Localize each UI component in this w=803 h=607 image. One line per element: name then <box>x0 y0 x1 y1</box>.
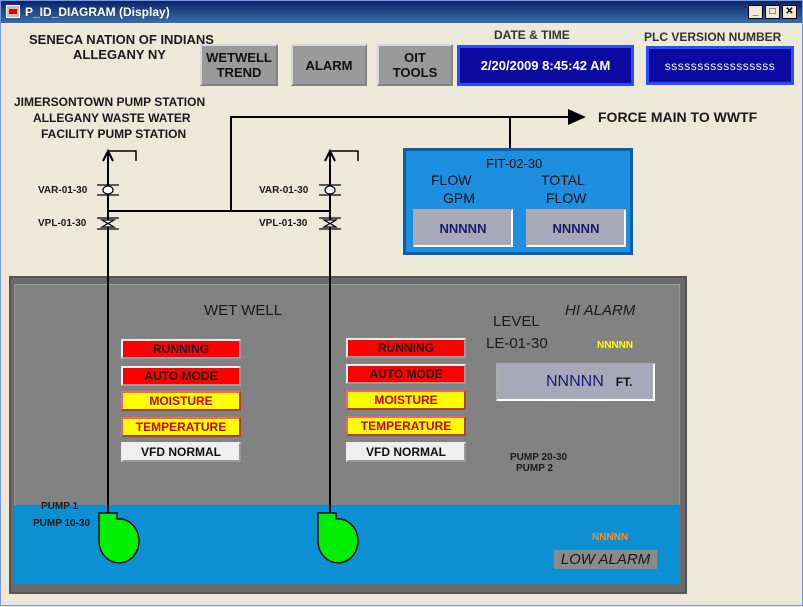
air-release-valve-icon <box>102 185 114 195</box>
low-alarm-value: NNNNN <box>592 532 629 543</box>
wetwell-trend-label-2: TREND <box>216 65 262 80</box>
station-title-1: JIMERSONTOWN PUMP STATION <box>14 95 206 109</box>
pump1-auto-mode-status: AUTO MODE <box>121 366 241 386</box>
oit-tools-label-1: OIT <box>404 50 426 65</box>
minimize-button[interactable]: _ <box>748 5 763 19</box>
pump2-label: PUMP 2 <box>516 463 554 474</box>
level-unit: FT. <box>615 375 633 389</box>
pump1-tag: PUMP 10-30 <box>33 518 91 529</box>
pump1-vfd-status: VFD NORMAL <box>121 442 241 462</box>
pump2-auto-mode-status: AUTO MODE <box>346 364 466 384</box>
pump1-label: PUMP 1 <box>41 501 79 512</box>
pump2-temperature-status: TEMPERATURE <box>346 416 466 436</box>
flow-meter-tag: FIT-02-30 <box>486 156 543 171</box>
level-tag: LE-01-30 <box>486 335 548 352</box>
level-label: LEVEL <box>493 313 540 330</box>
vpl-right-tag: VPL-01-30 <box>259 218 308 229</box>
level-value: NNNNN <box>546 373 604 390</box>
station-title-2: ALLEGANY WASTE WATER <box>33 111 191 125</box>
datetime-label: DATE & TIME <box>494 28 570 42</box>
pump1-running-status: RUNNING <box>121 339 241 359</box>
title-bar[interactable]: P_ID_DIAGRAM (Display) _ □ ✕ <box>1 1 802 23</box>
flow-meter-panel: FIT-02-30 FLOW GPM TOTAL FLOW NNNNN NNNN… <box>403 148 633 255</box>
pump2-moisture-status: MOISTURE <box>346 390 466 410</box>
alarm-button[interactable]: ALARM <box>291 44 367 86</box>
flow-gpm-value: NNNNN <box>413 209 513 247</box>
low-alarm-label: LOW ALARM <box>554 550 657 569</box>
wet-well-title: WET WELL <box>204 302 283 319</box>
vpl-left-tag: VPL-01-30 <box>38 218 87 229</box>
total-flow-label: FLOW <box>546 190 587 206</box>
hi-alarm-value: NNNNN <box>597 340 634 351</box>
var-left-tag: VAR-01-30 <box>38 185 88 196</box>
datetime-display: 2/20/2009 8:45:42 AM <box>457 45 634 86</box>
oit-tools-button[interactable]: OIT TOOLS <box>377 44 453 86</box>
pump1-moisture-status: MOISTURE <box>121 391 241 411</box>
total-label: TOTAL <box>541 172 585 188</box>
pump1-icon <box>98 512 140 564</box>
wetwell-trend-label-1: WETWELL <box>206 50 272 65</box>
force-main-pipe <box>230 116 576 211</box>
hi-alarm-label: HI ALARM <box>565 302 636 319</box>
flow-label: FLOW <box>431 172 472 188</box>
plc-version-label: PLC VERSION NUMBER <box>644 30 782 44</box>
alarm-button-label: ALARM <box>305 57 353 73</box>
window-title: P_ID_DIAGRAM (Display) <box>25 5 170 19</box>
plug-valve-icon <box>99 219 117 225</box>
total-flow-value: NNNNN <box>526 209 626 247</box>
pump2-vfd-status: VFD NORMAL <box>346 442 466 462</box>
pump2-tag: PUMP 20-30 <box>510 452 568 463</box>
pump2-icon <box>317 512 359 564</box>
org-name: SENECA NATION OF INDIANS <box>29 32 214 47</box>
plc-version-display: sssssssssssssssss <box>646 46 794 85</box>
oit-tools-label-2: TOOLS <box>392 65 438 80</box>
force-main-label: FORCE MAIN TO WWTF <box>598 109 758 125</box>
station-title-3: FACILITY PUMP STATION <box>41 127 187 141</box>
level-display: NNNNN FT. <box>496 363 655 401</box>
pump2-running-status: RUNNING <box>346 338 466 358</box>
flow-unit-label: GPM <box>443 190 475 206</box>
maximize-button[interactable]: □ <box>765 5 780 19</box>
close-button[interactable]: ✕ <box>782 5 797 19</box>
app-icon[interactable] <box>6 5 20 18</box>
force-main-arrow-icon <box>568 109 586 125</box>
pump1-temperature-status: TEMPERATURE <box>121 417 241 437</box>
wetwell-trend-button[interactable]: WETWELL TREND <box>200 44 278 86</box>
var-right-tag: VAR-01-30 <box>259 185 309 196</box>
org-location: ALLEGANY NY <box>73 47 166 62</box>
